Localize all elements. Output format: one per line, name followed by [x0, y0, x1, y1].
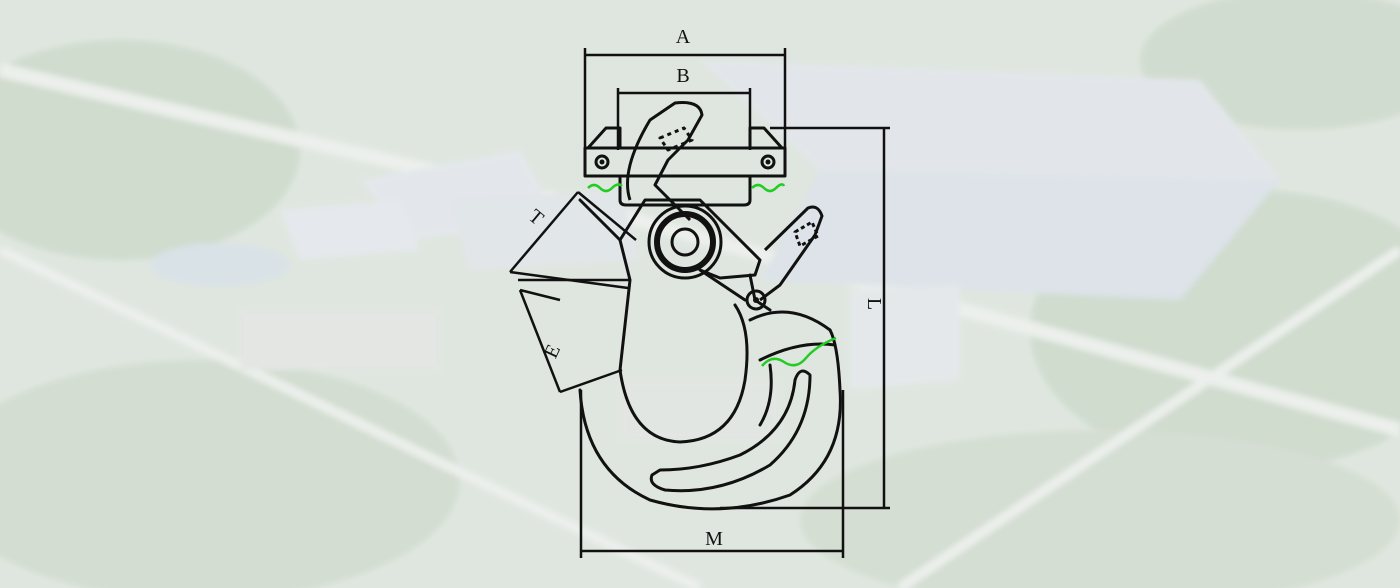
swivel-pin [647, 204, 723, 280]
dimension-t-label: T [524, 205, 548, 230]
bolt-dots [599, 159, 771, 165]
top-bracket [583, 126, 787, 207]
dimension-b-label: B [676, 65, 689, 87]
dimension-m-label: M [705, 528, 723, 550]
dimension-t [509, 191, 637, 290]
dimension-l [720, 126, 890, 510]
latch-pivot-dot [753, 297, 759, 303]
dimension-m [579, 390, 845, 558]
right-latch [745, 205, 824, 311]
dimension-a-label: A [676, 26, 691, 48]
hook-body [578, 198, 842, 511]
dimension-e [518, 288, 623, 394]
dimension-e-label: E [540, 341, 565, 361]
upper-latch-lever [626, 101, 704, 222]
dimension-a [583, 48, 787, 150]
dimension-l-label: L [863, 298, 885, 310]
green-wave-markers [587, 183, 837, 367]
